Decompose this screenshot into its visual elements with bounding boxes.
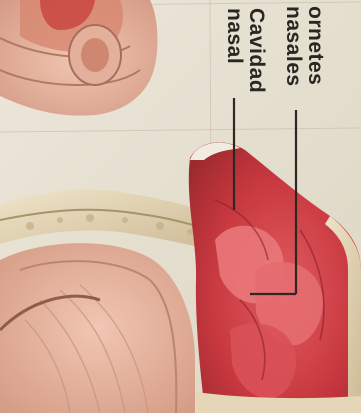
label-line: Cavidad: [245, 8, 267, 93]
label-line: nasal: [223, 8, 245, 93]
label-line: nasales: [282, 6, 304, 87]
label-line: ornetes: [304, 6, 326, 87]
upper-structure: [0, 0, 158, 116]
label-cavidad-nasal: Cavidad nasal: [223, 8, 267, 93]
label-cornetes-nasales: ornetes nasales: [282, 6, 326, 87]
